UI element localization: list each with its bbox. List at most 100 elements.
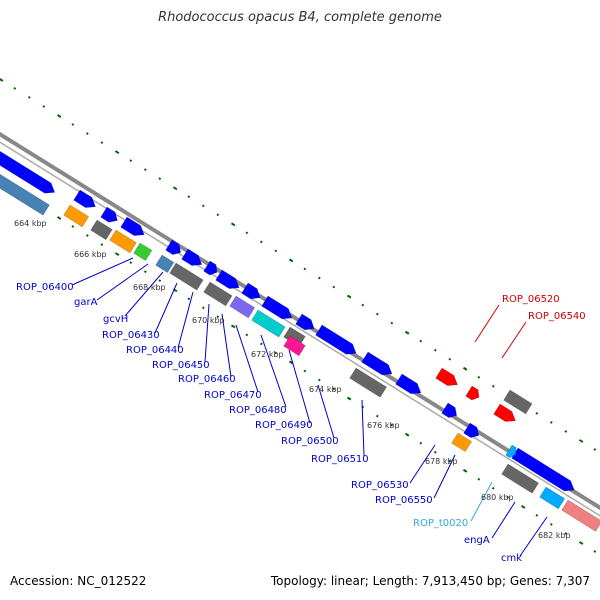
gene-feature[interactable] [315,324,360,358]
leader-line [470,481,493,522]
genome-title: Rhodococcus opacus B4, complete genome [158,10,442,25]
inner-tick-ring [0,180,597,553]
gene-feature[interactable] [283,335,306,357]
gene-feature[interactable] [539,486,566,510]
leader-line [474,304,500,343]
gene-feature[interactable] [120,216,148,240]
outer-tick-mark [100,141,104,144]
inner-tick-mark [201,306,205,310]
gene-feature[interactable] [90,219,113,241]
gene-feature[interactable] [463,422,482,441]
gene-label[interactable]: ROP_06400 [16,282,74,293]
gene-label[interactable]: ROP_06540 [528,311,586,322]
gene-feature[interactable] [229,295,256,319]
gene-label[interactable]: ROP_06490 [255,420,313,431]
accession-text: Accession: NC_012522 [10,574,147,588]
gene-feature[interactable] [465,385,483,403]
gene-label[interactable]: ROP_06480 [229,405,287,416]
leader-line [260,334,287,408]
gene-label[interactable]: cmk [501,553,522,564]
outer-tick-mark [172,186,178,191]
leader-line [433,454,456,499]
gene-feature[interactable] [63,204,90,228]
gene-label[interactable]: ROP_t0020 [413,518,468,529]
gene-label[interactable]: ROP_06520 [502,294,560,305]
tick-label: 676 kbp [367,421,400,430]
gene-feature[interactable] [441,402,460,421]
gene-feature[interactable] [165,239,184,258]
gene-feature[interactable] [435,367,461,390]
gene-feature[interactable] [395,373,424,398]
gene-feature[interactable] [181,248,205,270]
tick-label: 680 kbp [481,493,514,502]
leader-line [96,263,149,301]
gene-label[interactable]: ROP_06450 [152,360,210,371]
gene-features[interactable] [0,144,600,532]
outer-tick-mark [288,258,294,263]
leader-line [177,291,194,349]
gene-feature[interactable] [155,254,175,273]
gene-feature[interactable] [505,444,519,459]
leader-line [124,271,164,317]
gene-feature[interactable] [203,260,221,278]
gene-feature[interactable] [451,432,472,453]
gene-label[interactable]: ROP_06440 [126,345,184,356]
leader-line [409,444,436,484]
gene-label[interactable]: ROP_06470 [204,390,262,401]
gene-feature[interactable] [261,295,296,323]
inner-tick-mark [216,315,220,319]
gene-label[interactable]: gcvH [103,314,128,325]
outer-tick-mark [433,348,437,352]
inner-tick-mark [332,387,336,391]
gene-feature[interactable] [561,499,600,532]
leader-line [235,324,259,393]
outer-tick-mark [216,213,220,217]
gene-feature[interactable] [109,229,137,254]
gene-feature[interactable] [133,242,153,261]
gene-feature[interactable] [0,144,58,197]
gene-feature[interactable] [503,389,533,415]
inner-tick-mark [404,432,410,437]
inner-tick-mark [303,369,307,373]
outer-tick-mark [56,114,62,118]
gene-feature[interactable] [295,313,318,334]
outer-tick-mark [346,294,352,299]
gene-feature[interactable] [203,281,233,307]
gene-label[interactable]: ROP_06500 [281,436,339,447]
inner-tick-mark [56,216,62,220]
gene-label[interactable]: ROP_06510 [311,454,369,465]
gene-label[interactable]: ROP_06460 [178,374,236,385]
inner-tick-mark [245,333,249,337]
inner-tick-mark [520,504,526,509]
outer-tick-mark [71,123,75,126]
gene-feature[interactable] [0,167,50,216]
gene-feature[interactable] [215,269,243,293]
outer-tick-mark [42,105,46,108]
gene-feature[interactable] [501,463,539,494]
gene-feature[interactable] [511,447,578,495]
gene-label[interactable]: garA [74,297,98,308]
outer-tick-mark [317,276,321,280]
gene-feature[interactable] [100,206,121,226]
gene-label[interactable]: engA [464,535,490,546]
gene-label[interactable]: ROP_06530 [351,480,409,491]
gene-feature[interactable] [241,282,264,303]
leader-line [361,399,365,457]
inner-tick-mark [419,441,423,445]
outer-tick-mark [27,96,31,99]
outer-tick-mark [230,222,236,227]
gene-feature[interactable] [251,309,286,338]
gene-label[interactable]: ROP_06430 [102,330,160,341]
gene-label[interactable]: ROP_06550 [375,495,433,506]
gene-feature[interactable] [73,189,99,212]
gene-feature[interactable] [361,351,396,379]
tick-label: 666 kbp [74,250,107,259]
gene-feature[interactable] [349,367,387,398]
gene-feature[interactable] [493,403,519,426]
leader-line [154,282,178,334]
inner-tick-mark [346,396,352,401]
inner-tick-mark [448,459,452,463]
inner-tick-mark [535,514,539,517]
gene-feature[interactable] [169,262,204,291]
